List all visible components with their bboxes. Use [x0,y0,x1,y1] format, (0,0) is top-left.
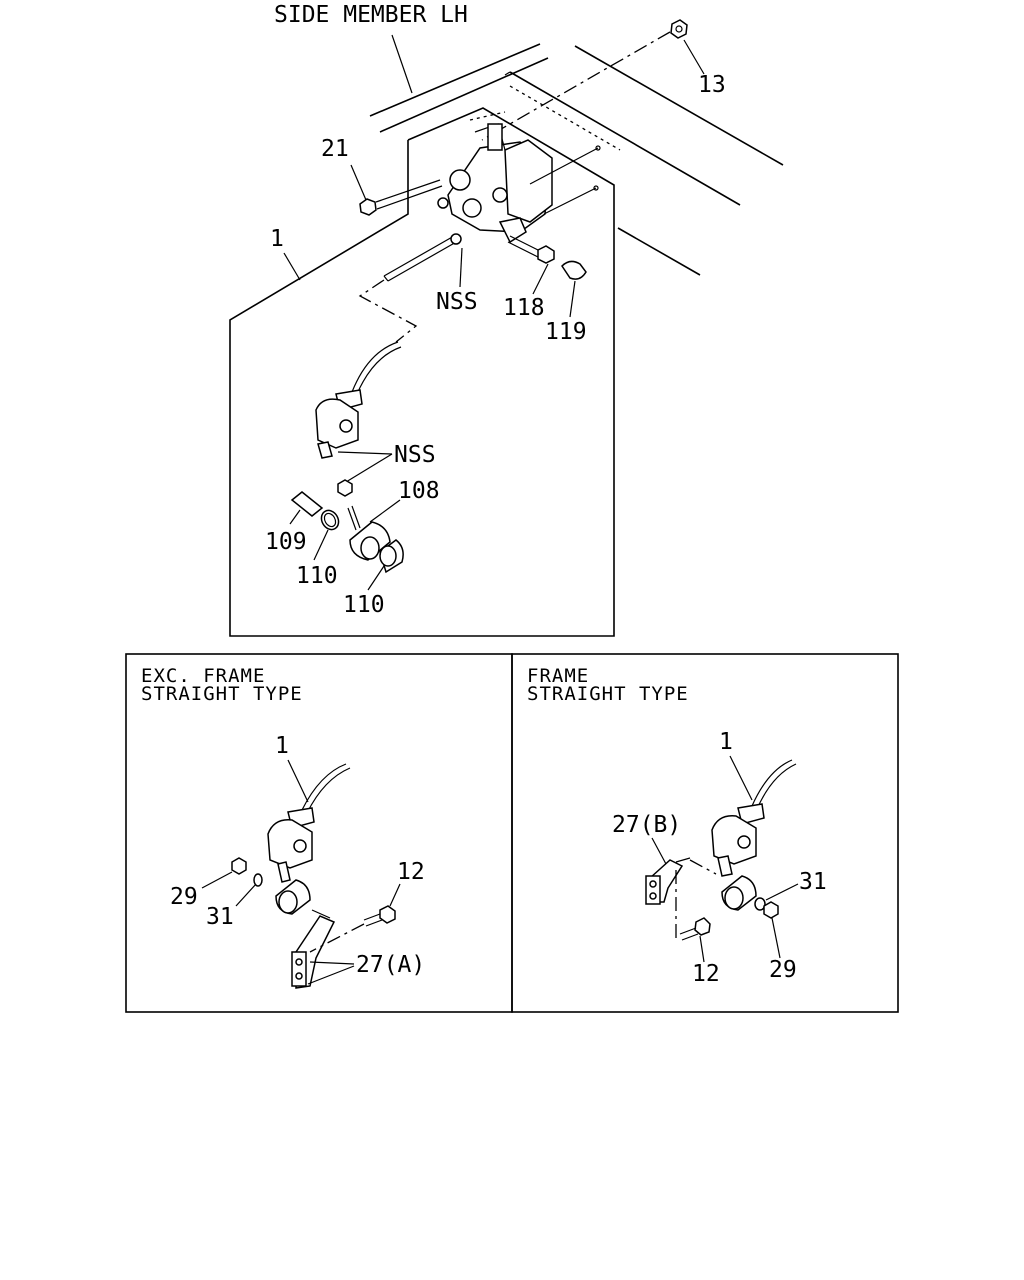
right-callout-27b: 27(B) [612,812,681,838]
callout-1: 1 [270,226,284,252]
left-leader-12 [389,883,401,907]
leader-nss-mid-b [345,453,393,483]
leader-119 [569,280,576,318]
right-alignment-line-a [689,859,717,875]
panel-exc-frame-straight: EXC. FRAME STRAIGHT TYPE 1 [125,653,513,1013]
leader-1 [283,252,301,281]
right-link-arm [711,759,797,911]
main-assembly: SIDE MEMBER LH 13 21 [229,2,784,637]
leader-118 [532,263,549,295]
panel-right-title-line2: STRAIGHT TYPE [527,683,689,705]
left-callout-1: 1 [275,733,289,759]
cap-119 [561,260,587,280]
side-member-label: SIDE MEMBER LH [274,2,468,28]
right-bolt-12 [679,917,711,941]
panel-left-title-line2: STRAIGHT TYPE [141,683,303,705]
callout-13: 13 [698,72,726,98]
left-callout-12: 12 [397,859,425,885]
left-leader-27a-a [309,961,355,965]
panel-left-title-line1: EXC. FRAME [141,665,265,687]
left-callout-31: 31 [206,904,234,930]
nut-13 [670,19,688,39]
alignment-line-13 [481,31,671,141]
right-leader-12 [699,935,705,963]
right-callout-31: 31 [799,869,827,895]
leader-109 [289,509,301,525]
callout-109: 109 [265,529,307,555]
leader-108 [369,499,401,523]
left-leader-31 [235,883,257,907]
callout-110-b: 110 [343,592,385,618]
left-alignment-line [309,923,365,953]
break-line [358,279,418,343]
left-leader-27a-b [307,965,355,985]
bolt-21 [359,179,443,216]
assembly-boundary [229,107,615,637]
callout-nss-mid: NSS [394,442,436,468]
link-arm [315,341,402,459]
right-washer-31 [754,897,766,911]
callout-110-a: 110 [296,563,338,589]
bolt-118 [507,235,555,264]
callout-nss-top: NSS [436,289,478,315]
leader-21 [350,164,367,201]
right-leader-31 [765,883,799,901]
leader-nss-top [459,247,463,288]
right-callout-12: 12 [692,961,720,987]
leader-13 [683,39,705,75]
right-bracket-27b [645,857,691,905]
left-washer-31 [253,873,263,887]
callout-118: 118 [503,295,545,321]
callout-21: 21 [321,136,349,162]
left-leader-29 [201,871,233,889]
left-callout-27a: 27(A) [356,952,425,978]
right-leader-1 [729,755,753,801]
leveling-valve-assembly [437,111,601,244]
left-callout-29: 29 [170,884,198,910]
side-member-leader [391,34,413,94]
right-callout-1: 1 [719,729,733,755]
left-nut-29 [231,857,247,875]
panel-right-title-line1: FRAME [527,665,589,687]
callout-119: 119 [545,319,587,345]
bushing-parts [290,491,404,574]
control-rod [383,233,462,282]
leader-110-a [313,529,329,561]
left-bolt-12 [363,905,396,927]
leader-110-b [367,565,385,591]
panel-frame-straight: FRAME STRAIGHT TYPE 1 [511,653,899,1013]
right-leader-27b [651,837,667,865]
side-member-rails [369,43,784,276]
leader-nss-mid-a [337,451,393,455]
left-leader-1 [287,759,309,803]
nut-nss [337,479,353,497]
right-callout-29: 29 [769,957,797,983]
right-nut-29 [763,901,779,919]
right-leader-29 [771,917,781,959]
left-link-arm [267,763,351,989]
callout-108: 108 [398,478,440,504]
